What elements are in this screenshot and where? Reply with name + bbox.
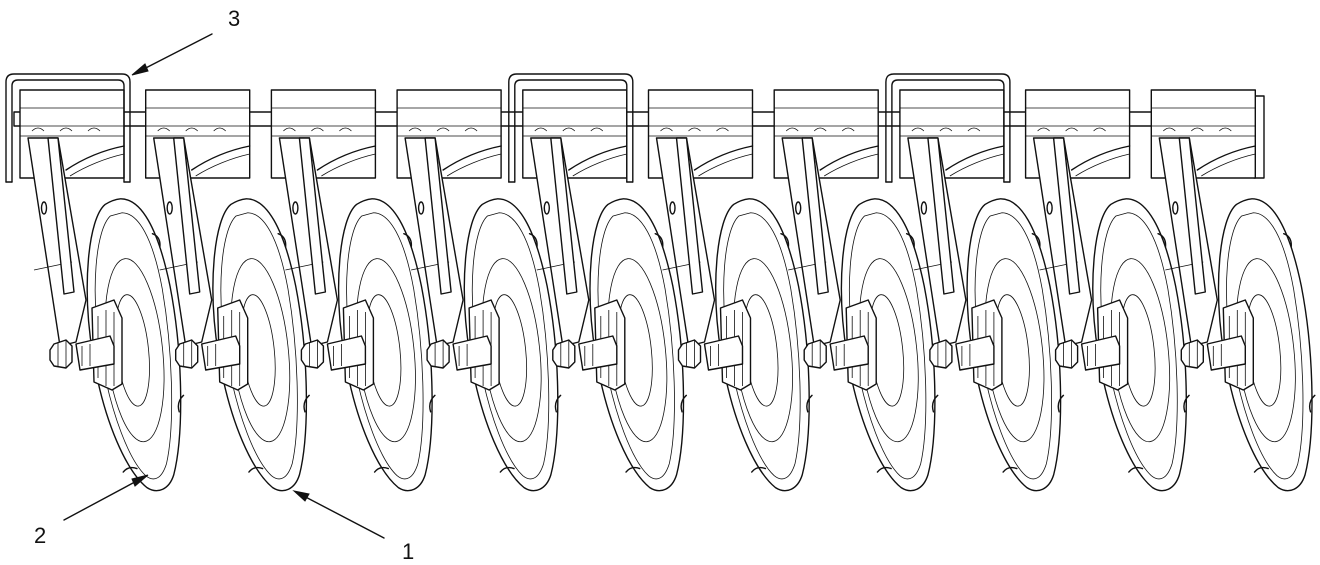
disc-unit-8 [899, 89, 1065, 492]
u-bracket-2 [508, 73, 634, 183]
disc-arm [172, 137, 201, 295]
leader-line-3 [133, 33, 213, 75]
hub-bolt-icon [1054, 339, 1079, 369]
hub-bolt-icon [49, 339, 73, 369]
u-bracket-1 [5, 73, 131, 183]
hub-bolt-icon [929, 339, 953, 369]
disc-blade [463, 198, 562, 492]
hub-assembly [75, 299, 123, 391]
hub-bolt-icon [803, 339, 827, 369]
disc-blade [715, 198, 813, 492]
hub-assembly [1080, 299, 1129, 391]
disc-arm [675, 137, 704, 295]
disc-arm [424, 137, 452, 295]
hub-assembly [452, 299, 500, 391]
hub-bolt-icon [552, 339, 576, 369]
leader-line-1 [295, 491, 385, 539]
hub-assembly [578, 299, 626, 391]
callout-label-3: 3 [228, 6, 240, 31]
arrowhead-2 [131, 474, 149, 487]
disc-unit-1 [19, 89, 185, 492]
callout-leaders [63, 33, 385, 539]
hub-bolt-icon [1180, 339, 1205, 369]
disc-arm [927, 137, 955, 295]
disc-unit-10 [1150, 89, 1316, 492]
disc-blade [966, 198, 1065, 492]
disc-units [19, 89, 1316, 492]
leader-line-2 [63, 475, 147, 521]
u-brackets [5, 73, 1011, 183]
disc-arm [1052, 137, 1081, 295]
disc-unit-2 [144, 89, 310, 492]
disc-unit-6 [647, 89, 813, 492]
disc-arm [1178, 137, 1207, 295]
hub-assembly [703, 299, 752, 391]
disc-arm [801, 137, 829, 295]
hub-assembly [955, 299, 1003, 391]
hub-bolt-icon [300, 339, 325, 369]
hub-assembly [829, 299, 877, 391]
disc-blade [86, 198, 185, 492]
hub-assembly [200, 299, 249, 391]
disc-unit-3 [270, 89, 436, 492]
u-bracket-3 [885, 73, 1011, 183]
hub-bolt-icon [426, 339, 450, 369]
disc-arm [550, 137, 578, 295]
callout-label-1: 1 [402, 539, 414, 564]
callout-label-2: 2 [34, 523, 46, 548]
hub-assembly [1206, 299, 1255, 391]
hub-assembly [326, 299, 375, 391]
disc-arm [298, 137, 327, 295]
disc-blade [1092, 198, 1190, 492]
hub-bolt-icon [174, 339, 199, 369]
disc-unit-9 [1024, 89, 1190, 492]
disc-blade [589, 198, 688, 492]
disc-unit-7 [773, 89, 939, 492]
disc-unit-5 [522, 89, 688, 492]
disc-arm [47, 137, 75, 295]
disc-unit-4 [396, 89, 562, 492]
arrowhead-3 [131, 63, 149, 76]
arrowhead-1 [292, 490, 310, 502]
hub-bolt-icon [677, 339, 702, 369]
